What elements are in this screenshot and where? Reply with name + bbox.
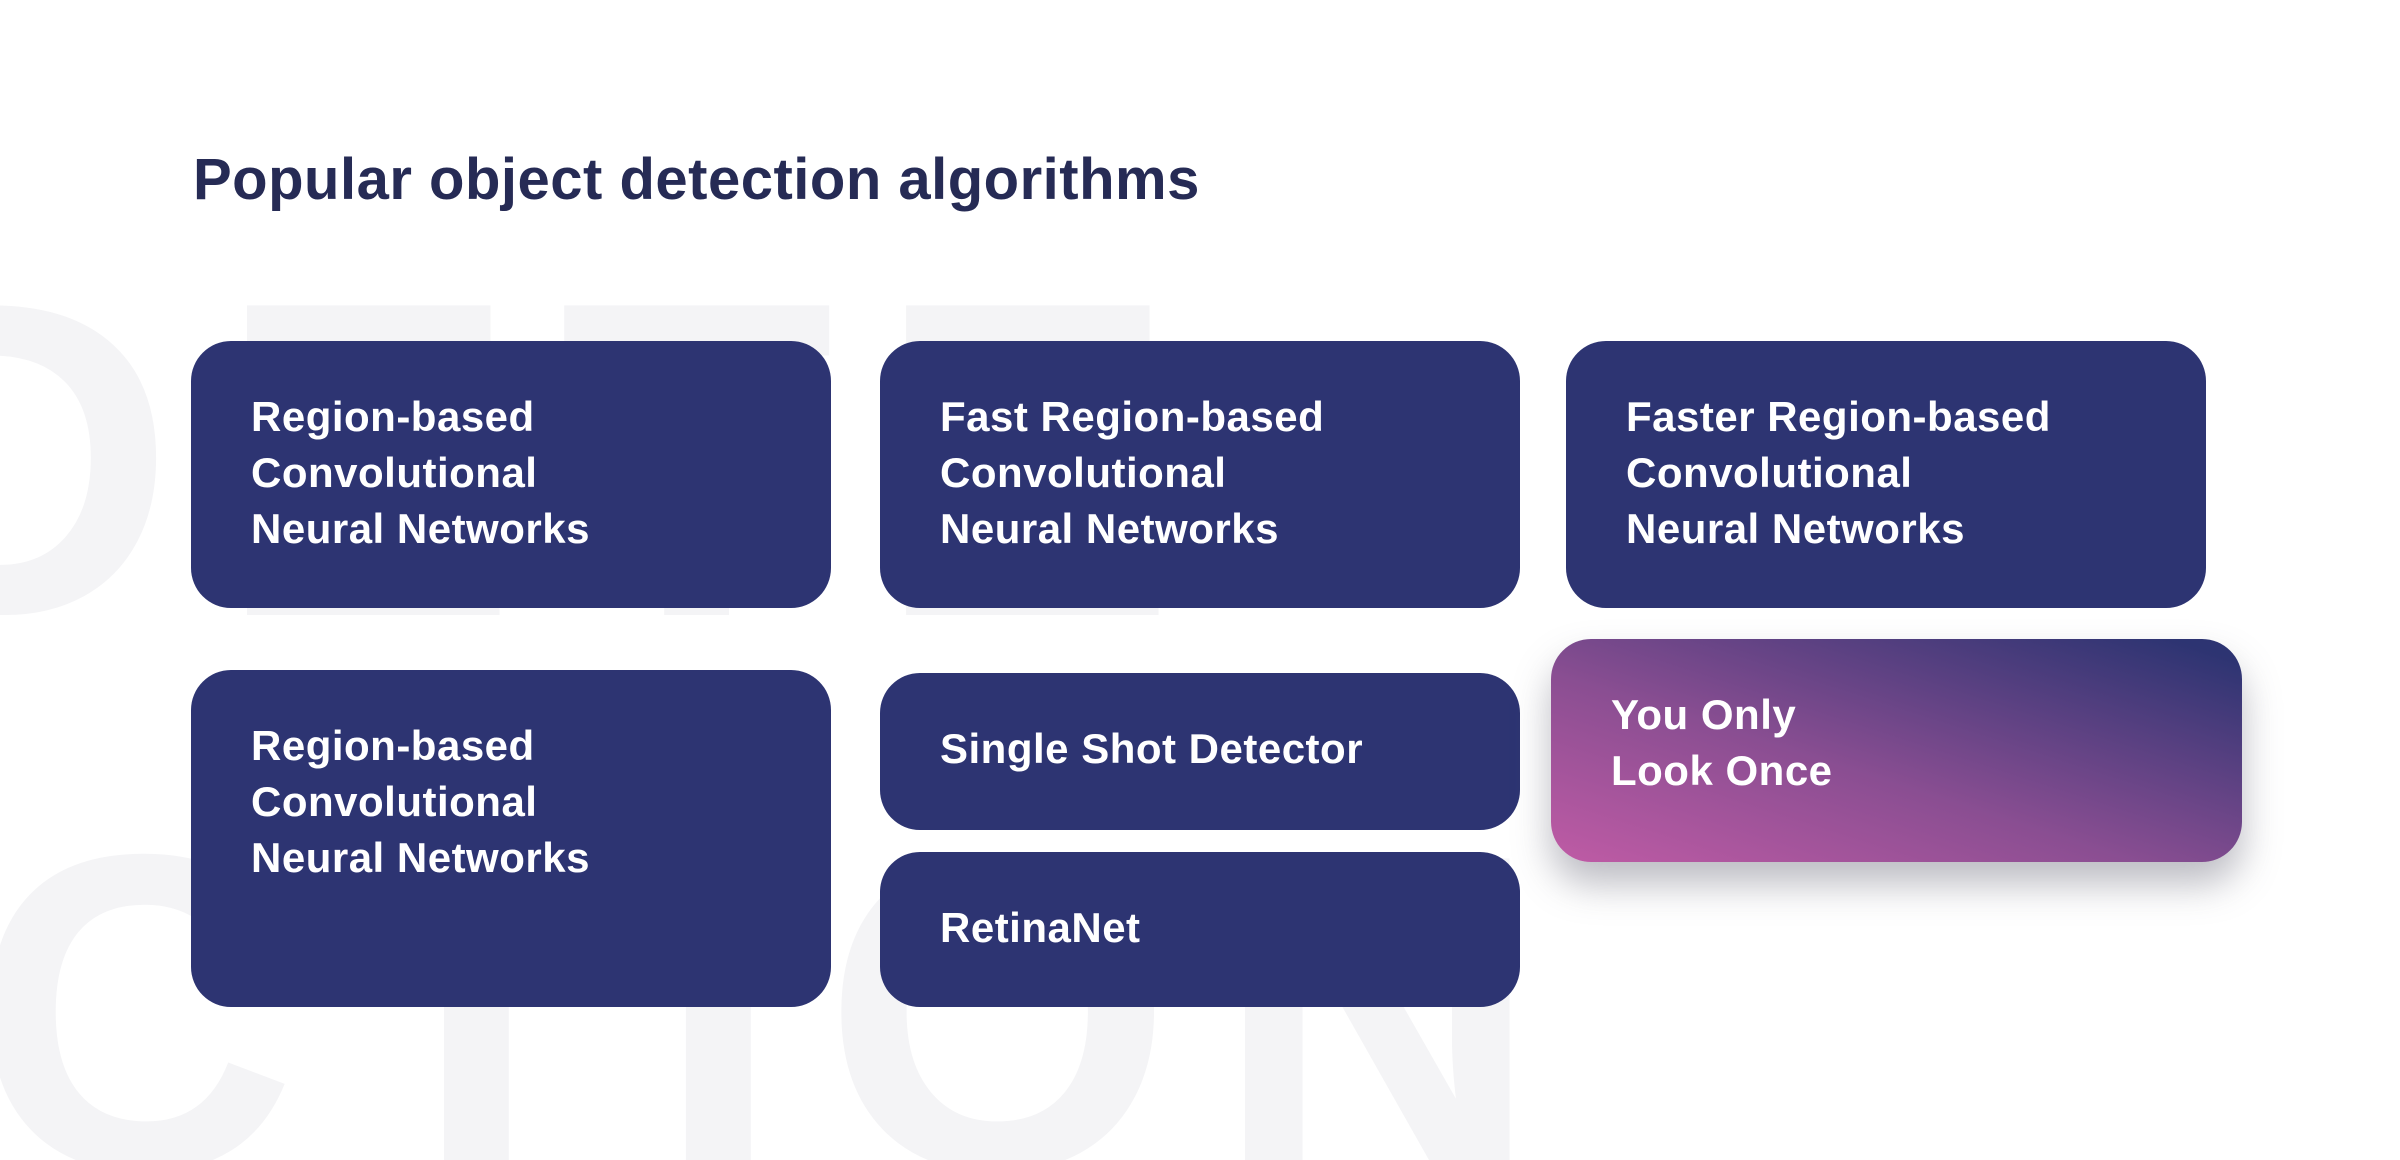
card-fast-region-based-cnn: Fast Region-based Convolutional Neural N… <box>880 341 1520 608</box>
card-label: RetinaNet <box>940 904 1141 951</box>
card-label: Single Shot Detector <box>940 725 1364 772</box>
card-you-only-look-once: You Only Look Once <box>1551 639 2242 862</box>
card-region-based-cnn: Region-based Convolutional Neural Networ… <box>191 341 831 608</box>
page-title: Popular object detection algorithms <box>193 147 1200 212</box>
card-label: Region-based Convolutional Neural Networ… <box>251 722 590 881</box>
card-label: You Only Look Once <box>1611 691 1833 794</box>
card-single-shot-detector: Single Shot Detector <box>880 673 1520 830</box>
card-region-based-cnn-2: Region-based Convolutional Neural Networ… <box>191 670 831 1007</box>
card-faster-region-based-cnn: Faster Region-based Convolutional Neural… <box>1566 341 2206 608</box>
card-label: Faster Region-based Convolutional Neural… <box>1626 393 2051 552</box>
card-label: Region-based Convolutional Neural Networ… <box>251 393 590 552</box>
card-label: Fast Region-based Convolutional Neural N… <box>940 393 1325 552</box>
card-retinanet: RetinaNet <box>880 852 1520 1007</box>
